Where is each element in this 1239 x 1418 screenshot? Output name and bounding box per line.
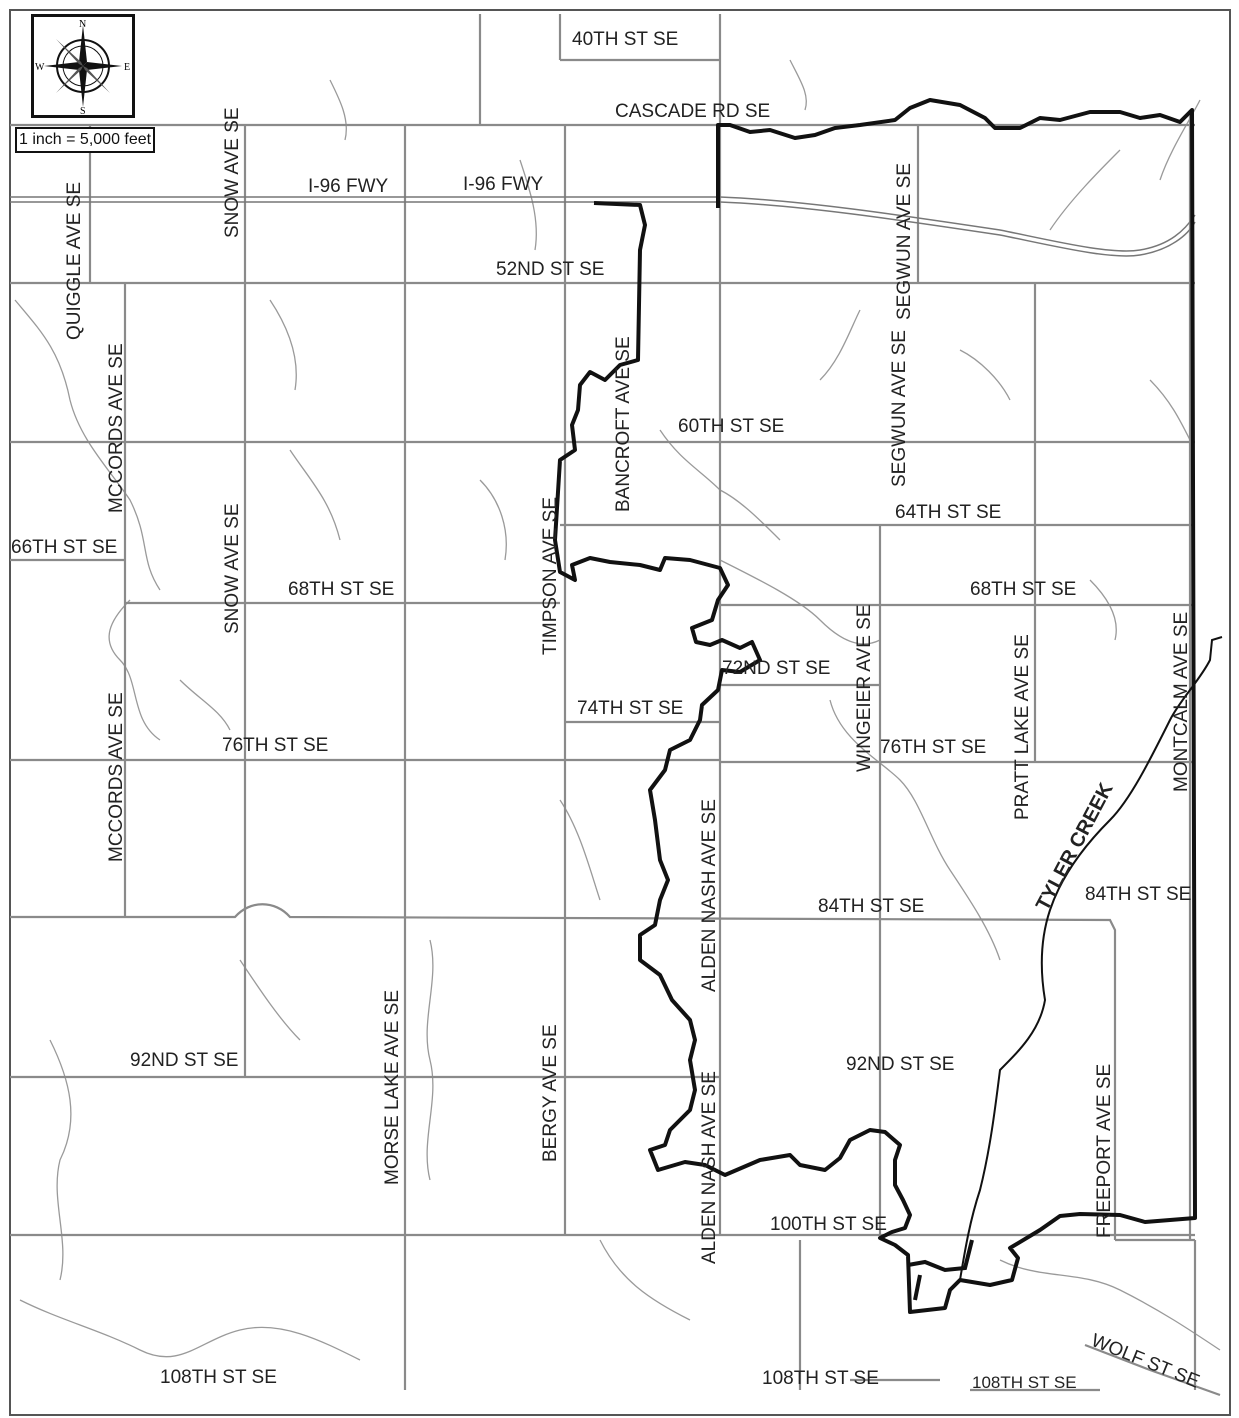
label-snow-north: SNOW AVE SE [222,107,243,238]
label-64th: 64TH ST SE [895,502,1001,523]
label-74th: 74TH ST SE [577,698,683,719]
label-snow-south: SNOW AVE SE [222,503,243,634]
label-i96-east: I-96 FWY [463,174,544,195]
label-montcalm: MONTCALM AVE SE [1171,612,1192,792]
i96-freeway [10,196,1196,257]
compass-w: W [35,62,45,73]
label-mccords-south: MCCORDS AVE SE [106,692,127,862]
label-segwun-north: SEGWUN AVE SE [894,163,915,320]
boundary-south-loop [907,1239,974,1301]
compass-e: E [124,62,130,73]
compass-n: N [79,19,86,30]
roads [10,14,1221,1397]
compass-rose-icon: N S W E [35,19,130,117]
label-76th-west: 76TH ST SE [222,735,328,756]
label-60th: 60TH ST SE [678,416,784,437]
label-alden-south: ALDEN NASH AVE SE [699,1071,720,1264]
label-quiggle: QUIGGLE AVE SE [64,182,85,340]
label-108th-west: 108TH ST SE [160,1367,277,1388]
label-108th-east: 108TH ST SE [972,1373,1077,1392]
label-108th-center: 108TH ST SE [762,1368,879,1389]
tyler-creek [959,636,1223,1281]
label-cascade: CASCADE RD SE [615,101,770,122]
label-40th: 40TH ST SE [572,29,678,50]
label-morse: MORSE LAKE AVE SE [382,990,403,1185]
label-52nd: 52ND ST SE [496,259,604,280]
label-92nd-west: 92ND ST SE [130,1050,238,1071]
streams [14,59,1221,1361]
label-alden-north: ALDEN NASH AVE SE [699,799,720,992]
label-timpson: TIMPSON AVE SE [540,497,561,655]
label-wingeier: WINGEIER AVE SE [854,604,875,772]
compass-s: S [80,106,86,115]
label-72nd: 72ND ST SE [722,658,830,679]
label-84th-center: 84TH ST SE [818,896,924,917]
label-i96-west: I-96 FWY [308,176,389,197]
label-mccords-north: MCCORDS AVE SE [106,343,127,513]
label-92nd-east: 92ND ST SE [846,1054,954,1075]
label-68th-west: 68TH ST SE [288,579,394,600]
township-boundary [553,98,1197,1314]
label-pratt: PRATT LAKE AVE SE [1012,634,1033,820]
label-84th-east: 84TH ST SE [1085,884,1191,905]
label-68th-east: 68TH ST SE [970,579,1076,600]
compass-rose: N S W E [31,14,135,118]
label-bergy: BERGY AVE SE [540,1024,561,1162]
scale-label: 1 inch = 5,000 feet [15,127,156,153]
label-segwun-south: SEGWUN AVE SE [889,330,910,487]
label-freeport: FREEPORT AVE SE [1094,1064,1115,1238]
map-frame [9,9,1231,1416]
label-76th-east: 76TH ST SE [880,737,986,758]
label-bancroft: BANCROFT AVE SE [613,336,634,512]
label-100th: 100TH ST SE [770,1214,887,1235]
label-66th: 66TH ST SE [11,537,117,558]
